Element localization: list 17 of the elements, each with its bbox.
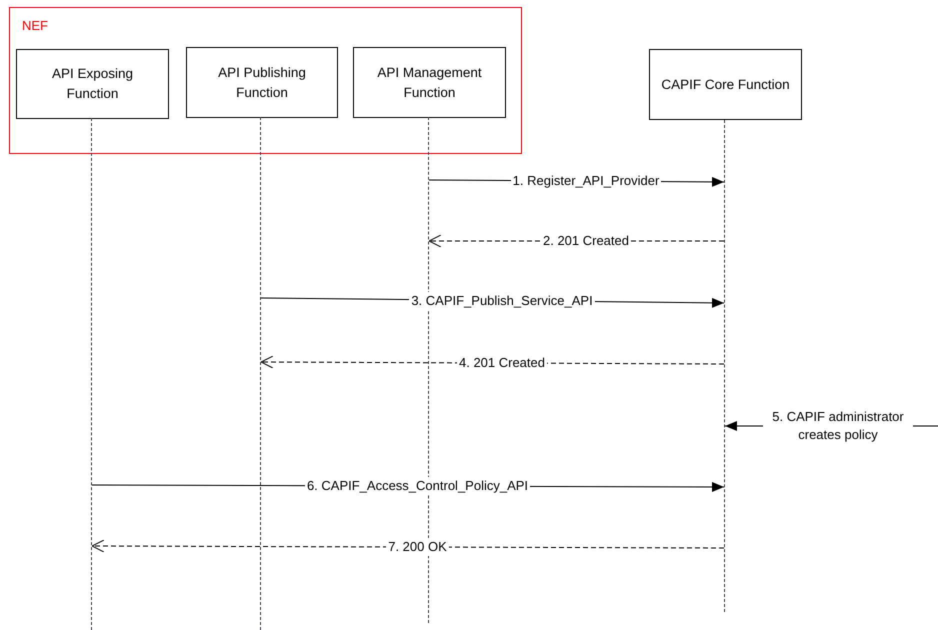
participant-name: API Publishing Function	[217, 64, 307, 102]
message-label: 3. CAPIF_Publish_Service_API	[409, 292, 595, 310]
lifeline	[724, 120, 725, 612]
participant-box	[353, 47, 506, 118]
participant-box	[649, 49, 802, 120]
participant-name: CAPIF Core Function	[660, 76, 791, 94]
participant-box	[16, 49, 169, 119]
group-frame	[9, 7, 522, 154]
message-arrow	[92, 540, 724, 553]
message-label: 6. CAPIF_Access_Control_Policy_API	[304, 477, 530, 495]
participant-box	[186, 47, 338, 118]
lifeline	[91, 118, 92, 630]
participant-name: API Management Function	[376, 64, 483, 102]
group-label: NEF	[22, 17, 48, 35]
lifeline	[260, 117, 261, 630]
message-label: 7. 200 OK	[386, 538, 449, 556]
participant-name: API Exposing Function	[50, 65, 134, 103]
